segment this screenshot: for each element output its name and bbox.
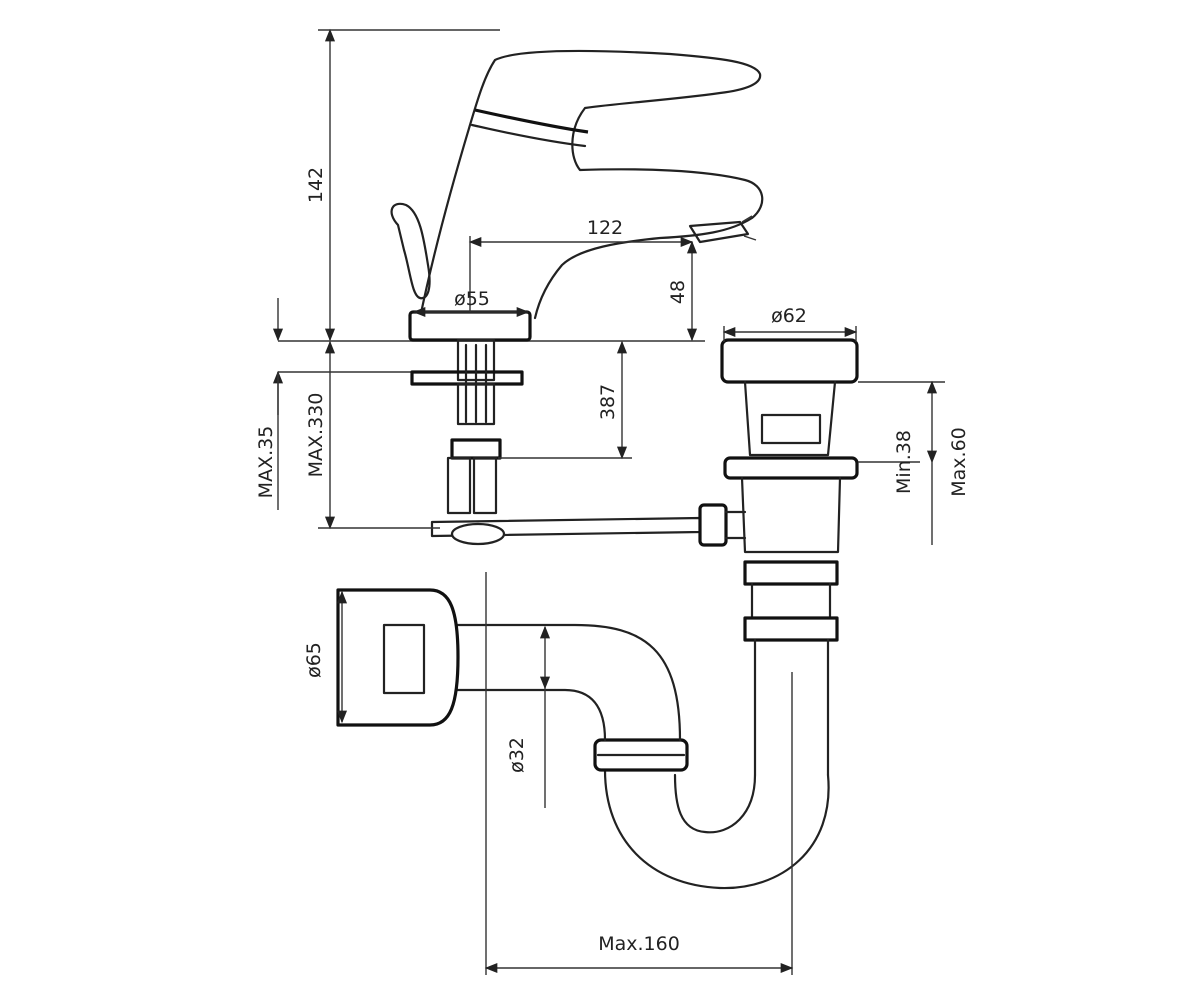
arm-outer: [453, 623, 682, 742]
dimension-lines: [272, 28, 945, 975]
connector-left: [446, 456, 472, 515]
u-bend-inner: [673, 773, 757, 834]
dim-pipe-diameter: ø32: [506, 737, 528, 773]
connector-right: [472, 456, 498, 515]
arm-inner: [453, 688, 607, 742]
dim-spout-height: 48: [667, 280, 689, 304]
lever-band: [474, 108, 589, 134]
rosette-opening: [382, 623, 426, 695]
dim-max-60: Max.60: [948, 427, 970, 497]
lever-band-lower: [470, 123, 587, 148]
aerator-detail: [741, 215, 757, 241]
dim-trap-outlet: ø65: [303, 642, 325, 678]
waste-window: [760, 413, 822, 445]
waste-body: [743, 380, 837, 457]
hose-nut: [450, 438, 502, 460]
dim-min-38: Min.38: [893, 430, 915, 494]
wall-rosette: [336, 588, 460, 727]
pop-up-waste: [698, 338, 859, 642]
waste-cap: [720, 338, 859, 384]
waste-neck: [750, 582, 832, 620]
dim-under-deck: 387: [597, 384, 619, 420]
dim-waste-diameter: ø62: [771, 305, 807, 327]
faucet: [278, 49, 764, 546]
u-bend-outer: [603, 768, 830, 890]
aerator: [688, 220, 750, 244]
siphon: [336, 588, 830, 890]
waste-band-1: [743, 560, 839, 586]
dim-base-diameter: ø55: [454, 288, 490, 310]
waste-band-2: [743, 616, 839, 642]
dim-spout-reach: 122: [587, 217, 623, 239]
dim-max-depth: MAX.330: [305, 393, 327, 478]
rod-nut-link: [724, 510, 747, 540]
dim-height-total: 142: [305, 167, 327, 203]
dim-max-reach: Max.160: [598, 933, 680, 955]
waste-tail: [740, 476, 842, 554]
faucet-body: [418, 49, 764, 320]
rod-clip: [450, 522, 506, 546]
dim-max-thickness: MAX.35: [255, 426, 277, 499]
faucet-base: [408, 310, 532, 342]
pop-up-lever: [390, 202, 431, 300]
waste-flange: [723, 456, 859, 480]
rod-nut: [698, 503, 728, 547]
